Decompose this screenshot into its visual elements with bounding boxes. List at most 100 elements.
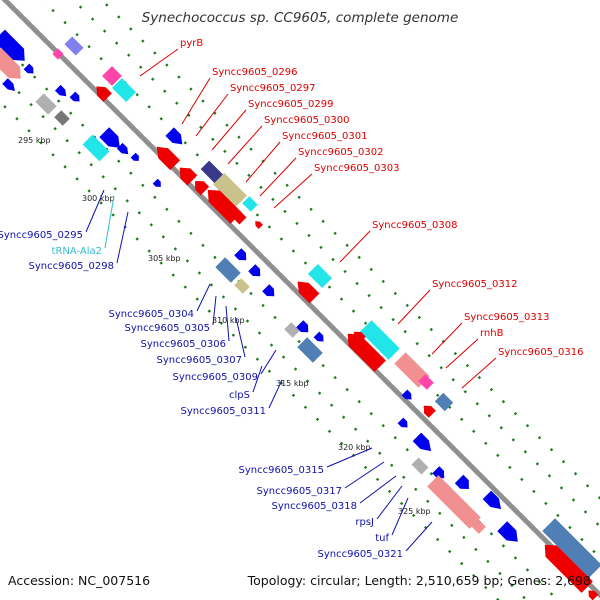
gene-label[interactable]: Syncc9605_0304	[109, 309, 195, 320]
gene-magenta-feature	[52, 48, 64, 60]
gene-label[interactable]: Syncc9605_0298	[29, 261, 115, 272]
gene-label[interactable]: Syncc9605_0318	[272, 501, 358, 512]
tick-dot	[99, 201, 103, 205]
tick-dot	[283, 209, 287, 214]
tick-dot	[117, 159, 121, 163]
gene-label[interactable]: Syncc9605_0311	[181, 406, 267, 417]
tick-dot	[549, 448, 554, 452]
tick-dot	[63, 20, 67, 25]
tick-dot	[448, 549, 452, 554]
gene-blue-feature	[262, 284, 275, 297]
tick-dot	[87, 44, 91, 49]
tick-dot	[139, 65, 143, 69]
gene-label[interactable]: Syncc9605_0321	[318, 549, 404, 560]
tick-dot	[195, 297, 199, 301]
gene-red-feature	[233, 211, 247, 225]
tick-dot	[32, 75, 37, 79]
tick-dot	[65, 139, 69, 143]
tick-dot	[387, 489, 392, 494]
tick-dot	[126, 53, 131, 57]
tick-dot	[87, 189, 91, 193]
tick-dot	[137, 211, 141, 215]
tick-dot	[369, 267, 373, 272]
tick-dot	[51, 153, 55, 157]
tick-dot	[333, 375, 337, 380]
tick-dot	[508, 465, 512, 470]
callout-line	[359, 475, 397, 504]
gene-red-feature	[423, 405, 436, 418]
gene-label[interactable]: Syncc9605_0296	[212, 67, 298, 78]
gene-label[interactable]: Syncc9605_0299	[248, 99, 334, 110]
callout-line	[245, 141, 281, 183]
gene-label[interactable]: Syncc9605_0317	[257, 486, 343, 497]
gene-red-feature	[195, 181, 210, 196]
tick-dot	[544, 501, 548, 506]
tick-dot	[221, 295, 226, 299]
gene-label[interactable]: Syncc9605_0301	[282, 131, 368, 142]
gene-label[interactable]: Syncc9605_0308	[372, 220, 458, 231]
tick-dot	[501, 399, 506, 404]
gene-blue-feature	[54, 84, 67, 97]
gene-label[interactable]: clpS	[229, 390, 250, 401]
tick-dot	[267, 369, 272, 373]
callout-line	[116, 211, 129, 264]
gene-label[interactable]: tuf	[375, 533, 389, 544]
gene-label[interactable]: Syncc9605_0305	[125, 323, 211, 334]
gene-steel-feature	[297, 337, 323, 363]
tick-dot	[537, 435, 542, 440]
tick-dot	[279, 237, 284, 241]
gene-label[interactable]: Syncc9605_0315	[239, 465, 325, 476]
tick-dot	[101, 175, 105, 179]
tick-dot	[44, 87, 49, 91]
tick-dot	[77, 151, 81, 155]
tick-dot	[381, 423, 385, 428]
tick-dot	[405, 303, 409, 308]
gene-label[interactable]: tRNA-Ala2	[52, 246, 102, 257]
gene-label[interactable]: rpsJ	[355, 517, 374, 528]
gene-label[interactable]: Syncc9605_0312	[432, 279, 518, 290]
tick-dot	[327, 429, 332, 434]
gene-blue-feature	[432, 466, 445, 479]
tick-dot	[367, 293, 371, 298]
tick-dot	[319, 245, 323, 250]
gene-label[interactable]: Syncc9605_0303	[314, 163, 400, 174]
gene-label[interactable]: Syncc9605_0300	[264, 115, 350, 126]
tick-dot	[403, 329, 407, 334]
gene-label[interactable]: Syncc9605_0307	[157, 355, 243, 366]
gene-label[interactable]: Syncc9605_0302	[298, 147, 384, 158]
tick-dot	[209, 283, 214, 287]
gene-cyan-feature	[242, 196, 258, 212]
gene-label[interactable]: Syncc9605_0309	[173, 372, 259, 383]
tick-dot	[141, 183, 145, 187]
tick-dot	[267, 225, 272, 229]
gene-label[interactable]: Syncc9605_0313	[464, 312, 550, 323]
tick-dot	[173, 247, 178, 251]
tick-dot	[201, 243, 205, 248]
tick-dot	[484, 441, 488, 446]
gene-label[interactable]: Syncc9605_0297	[230, 83, 316, 94]
callout-line	[225, 305, 230, 342]
gene-cyan-feature	[82, 134, 110, 162]
tick-dot	[435, 393, 440, 397]
callout-line	[196, 283, 211, 312]
callout-line	[139, 48, 179, 77]
gene-label[interactable]: Syncc9605_0316	[498, 347, 584, 358]
tick-dot	[159, 261, 163, 265]
tick-dot	[285, 183, 289, 187]
tick-dot	[351, 309, 356, 313]
tick-dot	[525, 568, 530, 572]
callout-line	[195, 93, 229, 137]
gene-steel-feature	[215, 257, 241, 283]
tick-dot	[341, 415, 346, 419]
gene-label[interactable]: Syncc9605_0295	[0, 230, 83, 241]
tick-dot	[189, 231, 193, 236]
callout-line	[104, 195, 115, 249]
tick-dot	[17, 90, 21, 95]
gene-label[interactable]: Syncc9605_0306	[141, 339, 227, 350]
gene-red-feature	[353, 331, 366, 344]
tick-dot	[477, 375, 482, 380]
tick-dot	[559, 486, 564, 490]
gene-label[interactable]: pyrB	[180, 38, 203, 49]
tick-dot	[343, 269, 347, 274]
gene-label[interactable]: rnhB	[480, 328, 504, 339]
